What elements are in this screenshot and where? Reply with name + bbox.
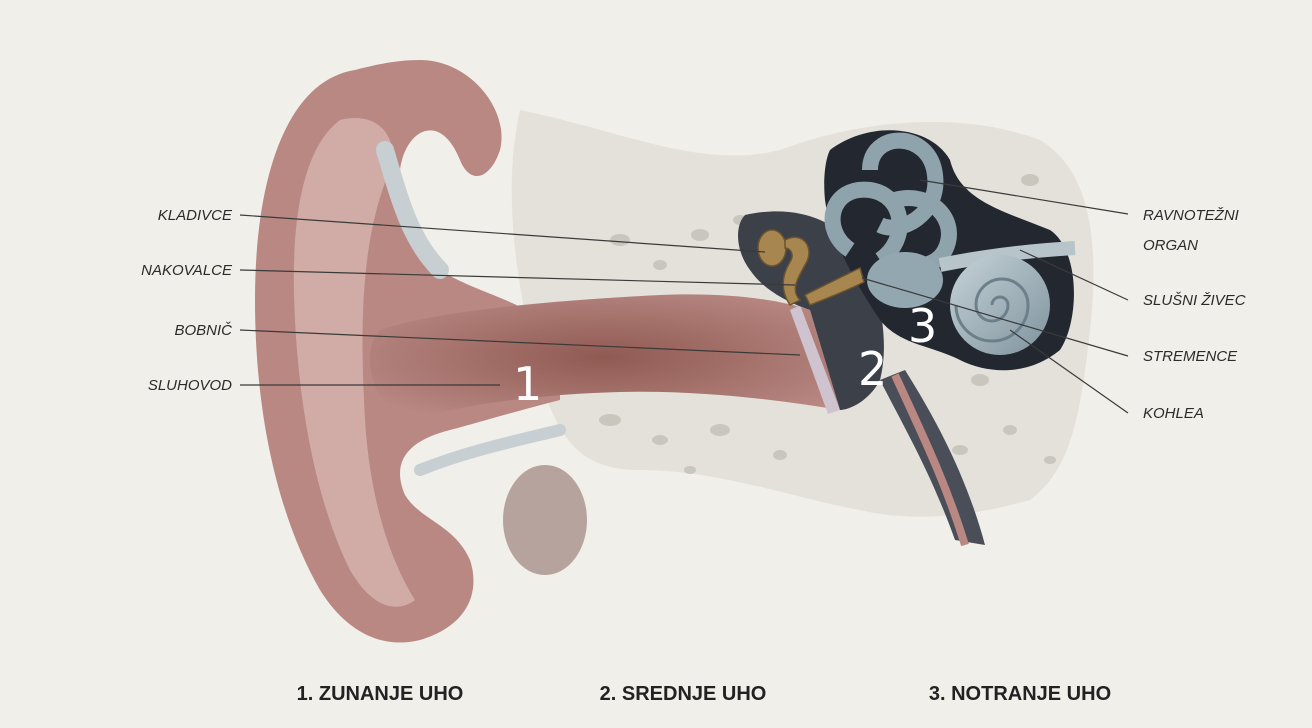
region-number-3: 3 (908, 299, 937, 353)
region-number-1: 1 (513, 357, 542, 411)
label-auditory-nerve: SLUŠNI ŽIVEC (1143, 292, 1246, 309)
cochlea (950, 255, 1050, 355)
lobe-cartilage (420, 430, 560, 470)
caption-outer-ear: 1. ZUNANJE UHO (297, 683, 464, 705)
tissue-ellipse (503, 465, 587, 575)
label-hammer: KLADIVCE (158, 207, 233, 224)
label-balance-organ-line1: RAVNOTEŽNI (1143, 207, 1239, 224)
label-eardrum: BOBNIČ (174, 322, 232, 339)
label-ear-canal: SLUHOVOD (148, 377, 232, 394)
hammer-bone (758, 230, 786, 266)
label-balance-organ-line2: ORGAN (1143, 237, 1198, 254)
region-number-2: 2 (858, 342, 887, 396)
label-anvil: NAKOVALCE (141, 262, 233, 279)
caption-inner-ear: 3. NOTRANJE UHO (929, 683, 1111, 705)
caption-middle-ear: 2. SREDNJE UHO (600, 683, 767, 705)
label-cochlea: KOHLEA (1143, 405, 1204, 422)
label-stirrup: STREMENCE (1143, 348, 1238, 365)
